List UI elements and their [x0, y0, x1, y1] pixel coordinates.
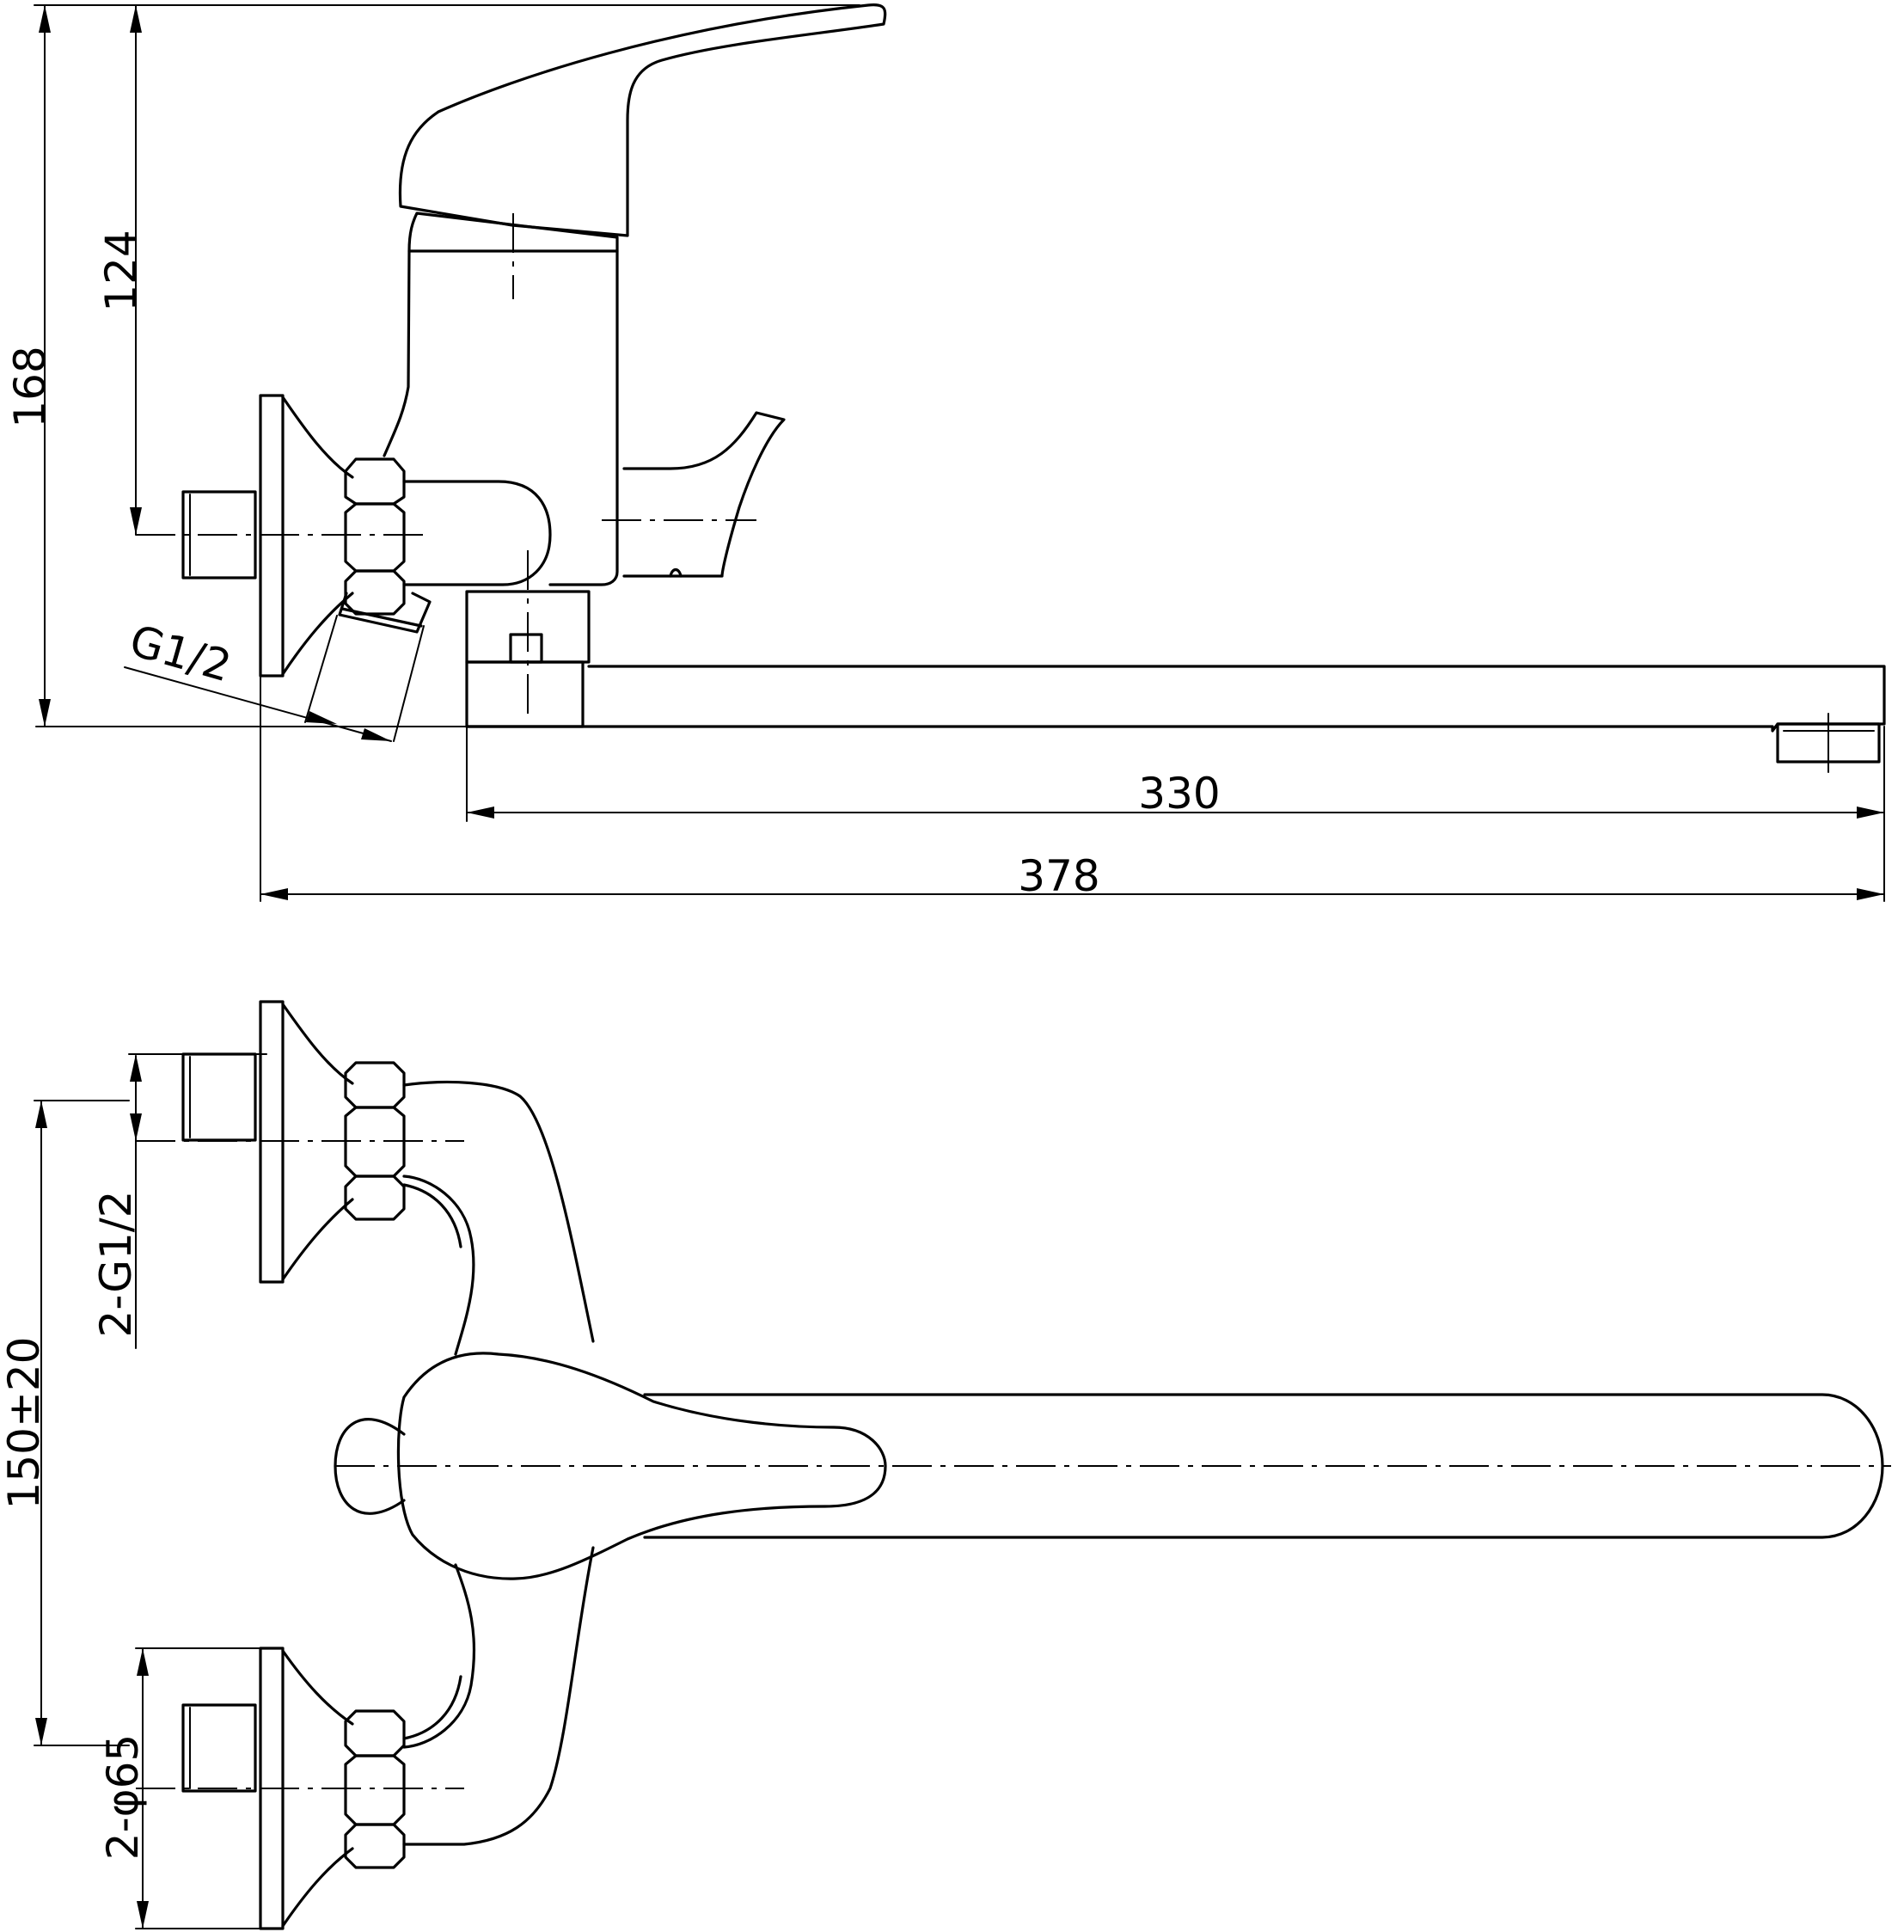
eccentric-connector: [338, 480, 552, 634]
dim-2-phi65: 2-φ65: [98, 1734, 148, 1860]
lever-handle: [398, 3, 887, 237]
hex-nut: [344, 457, 406, 616]
inlet-thread: [181, 490, 257, 580]
dim-2-g12: 2-G1/2: [91, 1191, 141, 1338]
diverter-lever: [622, 411, 786, 578]
dim-378: 378: [1018, 851, 1099, 901]
dim-150: 150±20: [0, 1337, 49, 1510]
dim-g12: G1/2: [125, 616, 237, 692]
side-view: 168 124 G1/2: [5, 3, 1886, 902]
spout: [465, 590, 1886, 773]
mixer-body: [383, 212, 619, 586]
dim-124: 124: [96, 230, 146, 311]
dim-168: 168: [5, 346, 55, 427]
top-view: 2-G1/2 150±20 2-φ65: [0, 1000, 1891, 1930]
eccentric-arms: [402, 1080, 595, 1846]
dim-330: 330: [1138, 769, 1220, 819]
